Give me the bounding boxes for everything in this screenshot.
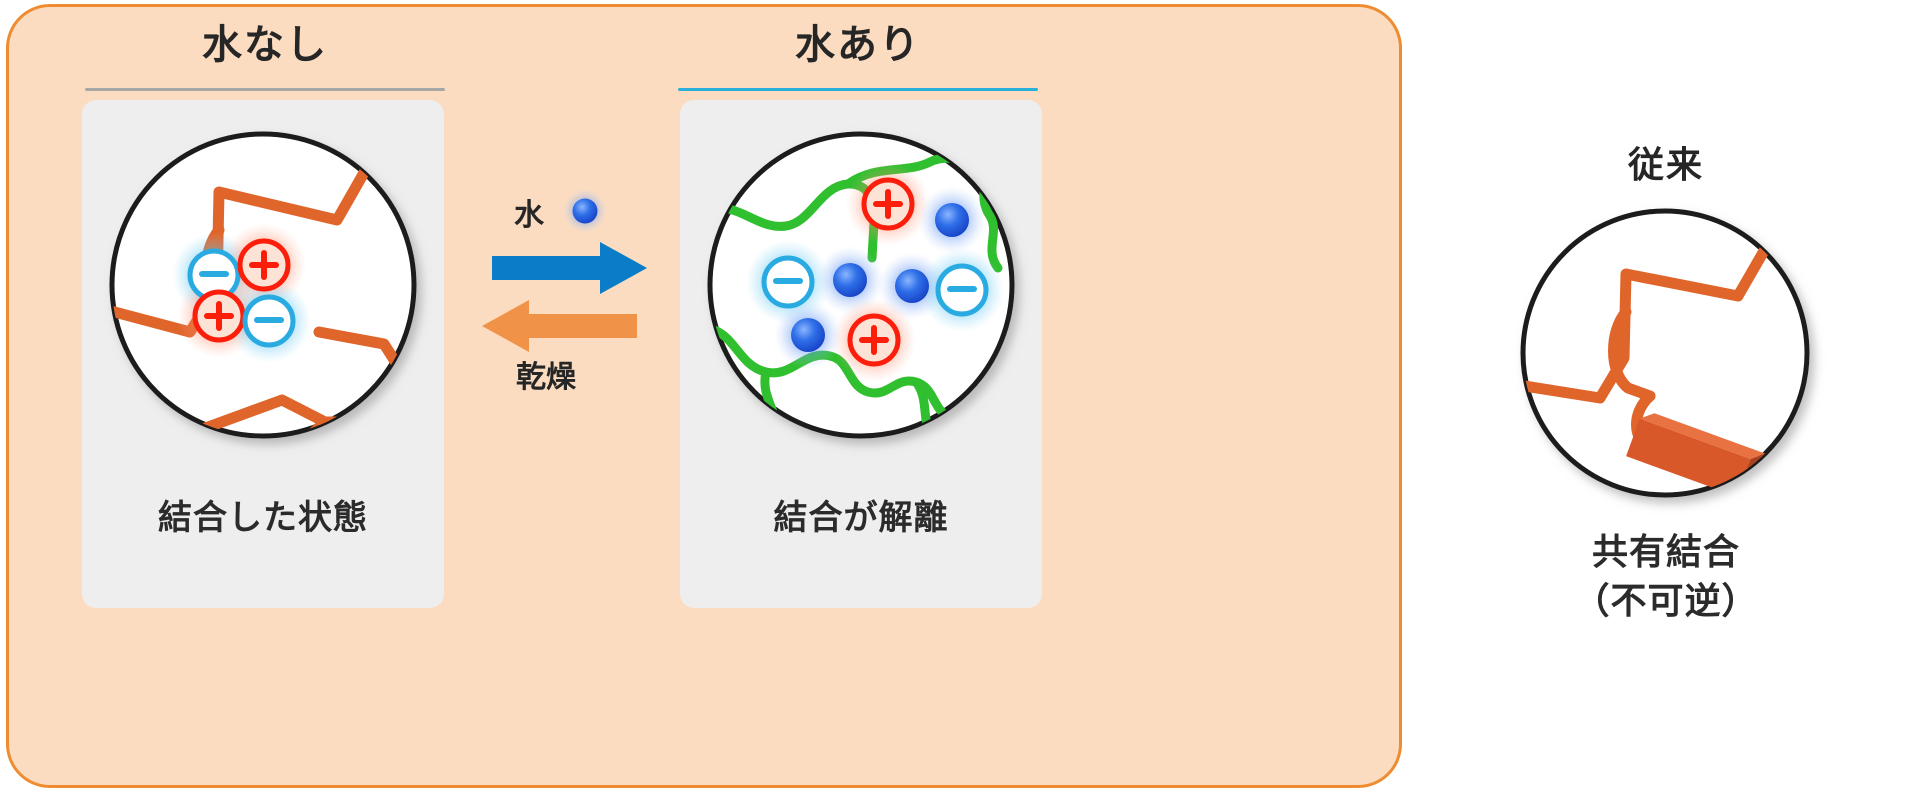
diagram-bound-state bbox=[82, 100, 444, 500]
arrow-drying-backward bbox=[482, 300, 637, 352]
ion-cluster-dissociated bbox=[746, 162, 1004, 382]
diagram-dissociated-state bbox=[680, 100, 1042, 500]
conventional-caption-line1: 共有結合 bbox=[1591, 531, 1740, 572]
arrow-label-drying: 乾燥 bbox=[516, 361, 576, 394]
ion-plus bbox=[192, 289, 246, 343]
water-molecule-icon bbox=[935, 203, 969, 237]
ion-plus bbox=[847, 313, 901, 367]
conventional-caption-line2: （不可逆） bbox=[1573, 579, 1759, 621]
header-divider-right bbox=[678, 88, 1038, 91]
circle-outline bbox=[1520, 208, 1810, 498]
arrow-label-water: 水 bbox=[514, 199, 544, 232]
diagram-covalent-network bbox=[1500, 188, 1830, 518]
ion-plus bbox=[237, 238, 291, 292]
reaction-arrows: 水 bbox=[470, 180, 670, 395]
conventional-caption: 共有結合 （不可逆） bbox=[1506, 528, 1826, 625]
caption-dissociated-state: 結合が解離 bbox=[773, 499, 949, 537]
arrow-hydration-forward bbox=[492, 242, 647, 294]
ion-minus bbox=[761, 255, 815, 309]
caption-bound-state: 結合した状態 bbox=[158, 499, 368, 537]
conventional-title: 従来 bbox=[1627, 144, 1704, 185]
ion-cluster-bound bbox=[172, 223, 311, 363]
column-header-no-water: 水なし bbox=[202, 23, 328, 67]
ion-minus bbox=[935, 263, 989, 317]
water-molecule-icon bbox=[833, 263, 867, 297]
water-molecule-icon bbox=[791, 318, 825, 352]
header-divider-left bbox=[85, 88, 445, 91]
ion-minus bbox=[242, 294, 296, 348]
water-molecule-icon bbox=[562, 188, 608, 234]
column-header-with-water: 水あり bbox=[795, 23, 921, 67]
water-molecule-icon bbox=[895, 269, 929, 303]
ion-plus bbox=[861, 177, 915, 231]
